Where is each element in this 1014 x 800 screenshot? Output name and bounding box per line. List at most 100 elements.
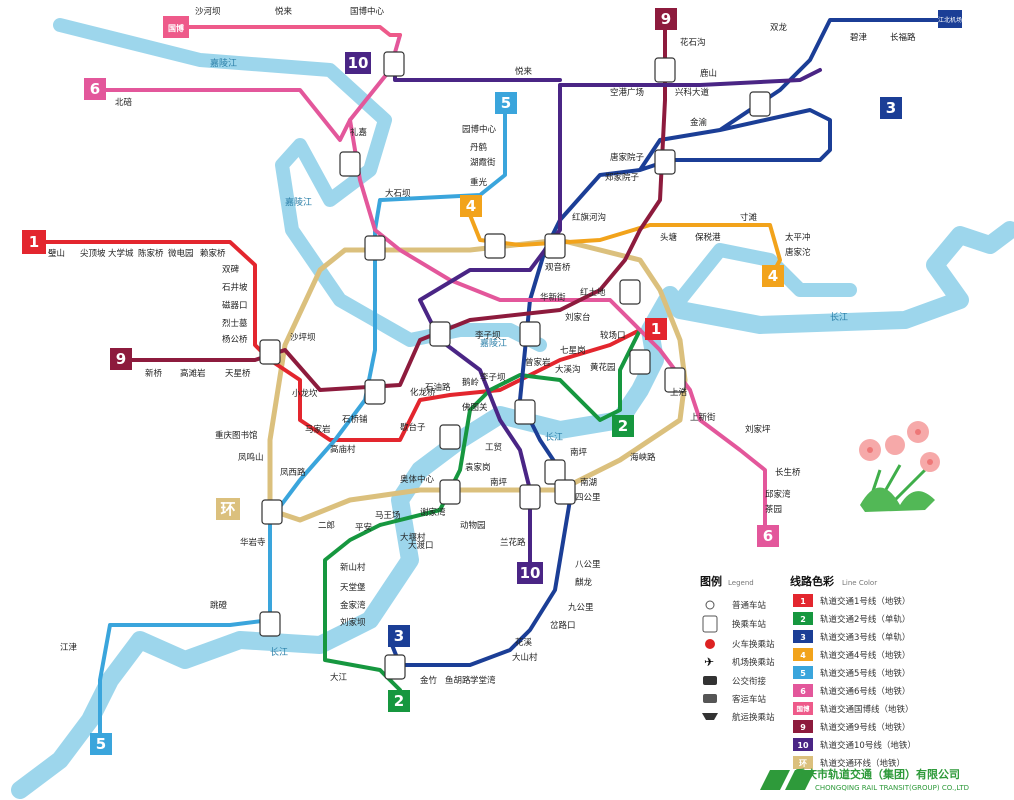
station-label[interactable]: 鹿山 <box>700 68 717 79</box>
badge-line-10-south[interactable]: 10 <box>517 562 543 584</box>
station-label[interactable]: 北碚 <box>115 97 133 108</box>
station-label[interactable]: 华新街 <box>540 292 566 303</box>
station-label[interactable]: 跳磴 <box>210 600 228 611</box>
badge-line-5-south[interactable]: 5 <box>90 733 112 755</box>
badge-line-4-east[interactable]: 4 <box>762 265 784 287</box>
interchange-station[interactable] <box>619 279 641 305</box>
badge-line-9[interactable]: 9 <box>110 348 132 370</box>
station-label[interactable]: 杨公桥 <box>222 334 248 345</box>
station-label[interactable]: 花石沟 <box>680 37 706 48</box>
station-label[interactable]: 天星桥 <box>225 368 251 379</box>
station-label[interactable]: 岔路口 <box>550 620 576 631</box>
station-label[interactable]: 四公里 <box>575 493 601 503</box>
station-label[interactable]: 长福路 <box>890 32 916 43</box>
station-label[interactable]: 兰花路 <box>500 537 526 548</box>
station-label[interactable]: 高庙村 <box>330 444 356 455</box>
station-label[interactable]: 鱼胡路 <box>445 675 471 686</box>
station-label[interactable]: 动物园 <box>460 520 486 531</box>
badge-airport[interactable]: 江北机场 <box>938 10 962 28</box>
station-label[interactable]: 江津 <box>60 642 78 653</box>
station-label[interactable]: 奥体中心 <box>400 474 435 485</box>
station-label[interactable]: 保税港 <box>695 232 721 243</box>
interchange-station[interactable] <box>439 424 461 450</box>
station-label[interactable]: 碧津 <box>850 32 868 43</box>
station-label[interactable]: 丹鹤 <box>470 142 487 153</box>
station-label[interactable]: 石油路 <box>425 382 451 393</box>
station-label[interactable]: 上新街 <box>690 412 716 423</box>
badge-line-1[interactable]: 1 <box>22 230 46 254</box>
station-label[interactable]: 金竹 <box>420 675 438 686</box>
interchange-station[interactable] <box>384 654 406 680</box>
interchange-station[interactable] <box>259 611 281 637</box>
station-label[interactable]: 马家岩 <box>305 424 331 435</box>
station-label[interactable]: 金渝 <box>690 117 708 128</box>
badge-line-6[interactable]: 6 <box>84 78 106 100</box>
interchange-station[interactable] <box>429 321 451 347</box>
station-label[interactable]: 高滩岩 <box>180 368 206 379</box>
station-label[interactable]: 郑家院子 <box>605 172 640 183</box>
station-label[interactable]: 双碑 <box>222 264 240 275</box>
station-label[interactable]: 较场口 <box>600 330 626 341</box>
station-label[interactable]: 礼嘉 <box>350 127 367 138</box>
interchange-station[interactable] <box>554 479 576 505</box>
station-label[interactable]: 悦来 <box>515 66 533 77</box>
station-label[interactable]: 凤鸣山 <box>238 452 264 463</box>
station-label[interactable]: 刘家坝 <box>340 617 366 628</box>
interchange-station[interactable] <box>519 321 541 347</box>
badge-line-4[interactable]: 4 <box>460 195 482 217</box>
station-label[interactable]: 石桥铺 <box>342 414 368 425</box>
station-label[interactable]: 南湖 <box>580 477 597 488</box>
station-label[interactable]: 双龙 <box>770 22 788 33</box>
station-label[interactable]: 陈家桥 <box>138 248 164 259</box>
station-label[interactable]: 唐家沱 <box>785 247 811 258</box>
interchange-station[interactable] <box>259 339 281 365</box>
interchange-station[interactable] <box>364 379 386 405</box>
interchange-station[interactable] <box>749 91 771 117</box>
station-label[interactable]: 大堰村 <box>400 532 426 543</box>
station-label[interactable]: 兴科大道 <box>675 87 710 98</box>
station-label[interactable]: 空港广场 <box>610 87 644 98</box>
station-label[interactable]: 南坪 <box>490 477 508 488</box>
station-label[interactable]: 观音桥 <box>545 262 571 273</box>
station-label[interactable]: 璧山 <box>48 248 65 259</box>
interchange-station[interactable] <box>514 399 536 425</box>
station-label[interactable]: 刘家坪 <box>745 424 771 435</box>
station-label[interactable]: 唐家院子 <box>610 152 645 163</box>
station-label[interactable]: 化龙桥 <box>410 387 436 398</box>
interchange-station[interactable] <box>339 151 361 177</box>
station-label[interactable]: 刘家台 <box>565 312 591 323</box>
badge-line-2[interactable]: 2 <box>612 415 634 437</box>
interchange-station[interactable] <box>484 233 506 259</box>
station-label[interactable]: 新桥 <box>145 368 163 379</box>
station-label[interactable]: 马王场 <box>375 511 401 521</box>
station-label[interactable]: 歇台子 <box>400 422 426 433</box>
badge-line-1-east[interactable]: 1 <box>645 318 667 340</box>
badge-line-3-south[interactable]: 3 <box>388 625 410 647</box>
station-label[interactable]: 曾家岩 <box>525 357 551 368</box>
station-label[interactable]: 石井坡 <box>222 282 248 293</box>
station-label[interactable]: 鹅岭 <box>462 377 480 388</box>
station-label[interactable]: 华岩寺 <box>240 537 266 548</box>
badge-line-10[interactable]: 10 <box>345 52 371 74</box>
badge-line-9-north[interactable]: 9 <box>655 8 677 30</box>
station-label[interactable]: 大江 <box>330 672 348 683</box>
station-label[interactable]: 赖家桥 <box>200 248 226 259</box>
station-label[interactable]: 谢家湾 <box>420 507 446 518</box>
station-label[interactable]: 七星岗 <box>560 345 586 356</box>
station-label[interactable]: 二郎 <box>318 520 335 531</box>
station-label[interactable]: 工贸 <box>485 442 502 453</box>
station-label[interactable]: 长生桥 <box>775 467 801 478</box>
interchange-station[interactable] <box>519 484 541 510</box>
station-label[interactable]: 头塘 <box>660 232 678 243</box>
station-label[interactable]: 重光 <box>470 177 488 188</box>
interchange-station[interactable] <box>439 479 461 505</box>
station-label[interactable]: 烈士墓 <box>222 318 248 329</box>
station-label[interactable]: 九公里 <box>568 603 594 613</box>
station-label[interactable]: 新山村 <box>340 562 366 573</box>
station-label[interactable]: 花溪 <box>515 637 533 648</box>
station-label[interactable]: 大渡口 <box>408 540 434 551</box>
station-label[interactable]: 李子坝 <box>480 372 506 383</box>
station-label[interactable]: 尖顶坡 <box>80 248 106 259</box>
station-label[interactable]: 天堂堡 <box>340 582 366 593</box>
station-label[interactable]: 微电园 <box>168 248 194 259</box>
